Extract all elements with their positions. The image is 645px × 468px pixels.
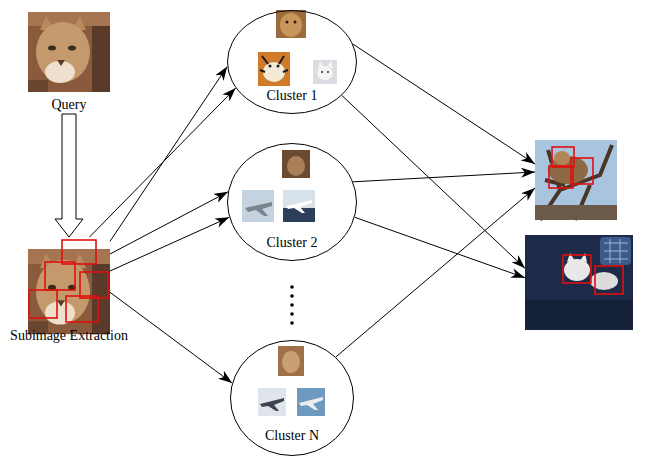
cluster-label: Cluster N bbox=[265, 428, 319, 444]
image-caption: Subimage Extraction bbox=[10, 328, 128, 344]
cluster-label: Cluster 1 bbox=[267, 88, 318, 104]
cluster-label: Cluster 2 bbox=[267, 235, 318, 251]
cluster-outline bbox=[228, 11, 357, 114]
hollow-arrow bbox=[55, 114, 83, 237]
arrow-connector bbox=[342, 95, 525, 268]
ellipsis-dots bbox=[290, 285, 294, 325]
cluster-ellipse: Cluster N bbox=[230, 340, 354, 456]
image-caption: Query bbox=[52, 97, 87, 113]
cluster-thumbnails bbox=[258, 346, 325, 416]
query-photo bbox=[28, 12, 110, 92]
arrow-connector bbox=[353, 172, 535, 182]
cluster-thumbnails bbox=[242, 150, 315, 222]
arrow-connector bbox=[353, 44, 535, 164]
result-image bbox=[525, 235, 633, 330]
result-image bbox=[535, 140, 617, 220]
cluster-outline bbox=[231, 341, 354, 456]
cluster-ellipse: Cluster 2 bbox=[227, 143, 357, 261]
result-photo bbox=[535, 140, 617, 220]
subimage-image: Subimage Extraction bbox=[28, 237, 110, 322]
arrow-connector bbox=[110, 67, 227, 242]
arrow-connector bbox=[110, 217, 229, 271]
cluster-outline bbox=[228, 144, 357, 261]
arrow-connector bbox=[336, 188, 535, 357]
query-image: Query bbox=[28, 12, 110, 92]
subimage-photo bbox=[28, 249, 110, 334]
arrow-connector bbox=[110, 292, 232, 383]
result-photo bbox=[525, 235, 633, 330]
cluster-thumbnails bbox=[258, 10, 337, 86]
cluster-ellipse: Cluster 1 bbox=[227, 10, 357, 114]
subimage-boxes bbox=[29, 240, 108, 322]
